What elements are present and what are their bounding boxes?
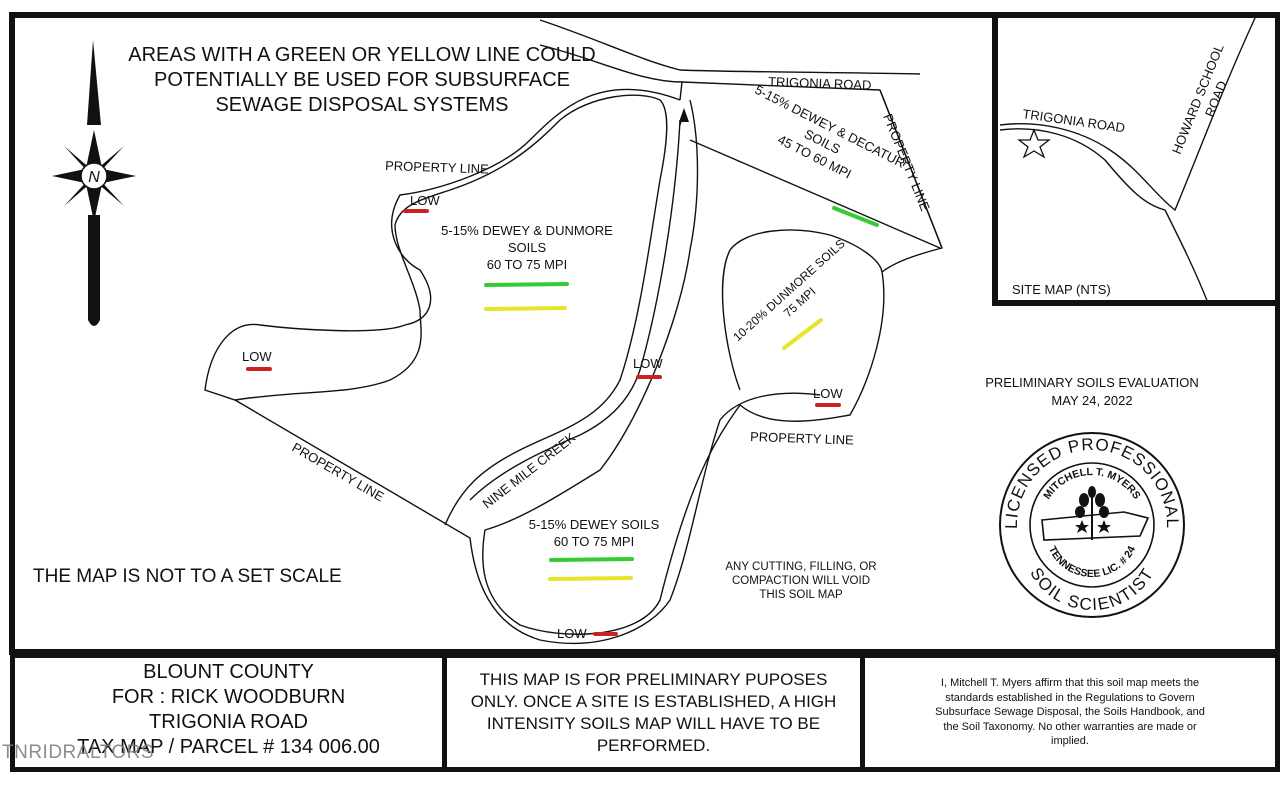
- title-road: TRIGONIA ROAD: [149, 710, 308, 733]
- affirmation-block: I, Mitchell T. Myers affirm that this so…: [860, 653, 1280, 772]
- cutting-note-line-1: ANY CUTTING, FILLING, OR: [725, 561, 876, 573]
- road-edge-top: [539, 19, 921, 75]
- road-edge-bottom: [539, 44, 881, 91]
- property-line-northeast: [879, 89, 943, 249]
- plant-icon: [1075, 486, 1109, 540]
- property-line-east: [482, 89, 943, 635]
- evaluation-title: PRELIMINARY SOILS EVALUATION: [985, 375, 1199, 390]
- title-county: BLOUNT COUNTY: [143, 660, 314, 683]
- property-line-label-west: PROPERTY LINE: [290, 440, 387, 505]
- green-line-dewey-decatur: [832, 206, 879, 227]
- property-line-label-north: PROPERTY LINE: [385, 158, 489, 177]
- soil-area-1-line-2: SOILS: [508, 240, 547, 255]
- watermark: TNRIDRALTORS: [2, 742, 155, 763]
- yellow-line-dunmore: [782, 318, 823, 350]
- soil-area-1-line-3: 60 TO 75 MPI: [487, 257, 567, 272]
- soil-area-1-line-1: 5-15% DEWEY & DUNMORE: [441, 223, 613, 238]
- evaluation-date: MAY 24, 2022: [1051, 393, 1132, 408]
- site-map-label: SITE MAP (NTS): [1012, 282, 1111, 297]
- green-line-dewey-dunmore: [484, 282, 569, 287]
- preliminary-note: THIS MAP IS FOR PRELIMINARY PUPOSES ONLY…: [470, 669, 837, 755]
- site-star-icon: [1017, 128, 1051, 159]
- property-line-south: [234, 392, 821, 644]
- header-note-line-2: POTENTIALLY BE USED FOR SUBSURFACE: [154, 69, 570, 91]
- north-arrow: N: [52, 40, 136, 326]
- compass-center: [80, 162, 108, 190]
- low-label-2: LOW: [242, 349, 272, 364]
- trigonia-road: TRIGONIA ROAD: [539, 19, 921, 93]
- title-parcel: TAX MAP / PARCEL # 134 006.00: [77, 735, 380, 758]
- affirmation-note: I, Mitchell T. Myers affirm that this so…: [935, 677, 1205, 748]
- soil-area-4-line-2: 60 TO 75 MPI: [554, 534, 634, 549]
- header-note-line-1: AREAS WITH A GREEN OR YELLOW LINE COULD: [128, 44, 596, 66]
- dunmore-area-boundary: [721, 229, 883, 391]
- header-note-line-3: SEWAGE DISPOSAL SYSTEMS: [215, 94, 508, 116]
- north-arrow-shaft-icon: [88, 215, 100, 326]
- title-block: BLOUNT COUNTY FOR : RICK WOODBURN TRIGON…: [10, 653, 447, 772]
- creek-arrow-icon: [679, 108, 689, 122]
- yellow-line-dewey: [548, 576, 633, 581]
- site-map-trigonia-label: TRIGONIA ROAD: [1022, 106, 1126, 135]
- low-label-5: LOW: [557, 626, 587, 641]
- cutting-note-line-3: THIS SOIL MAP: [759, 589, 843, 601]
- seal-inner-ring: [1029, 462, 1155, 588]
- tennessee-state-icon: [1041, 511, 1150, 541]
- low-label-3: LOW: [633, 356, 663, 371]
- soil-area-3-line-1: 10-20% DUNMORE SOILS: [730, 236, 847, 344]
- site-map-inset: TRIGONIA ROAD HOWARD SCHOOL ROAD SITE MA…: [992, 15, 1280, 306]
- north-arrow-top-icon: [87, 40, 101, 125]
- yellow-line-dewey-dunmore: [484, 306, 567, 311]
- creek-east-bank: [469, 119, 681, 501]
- seal-star-icon: [1075, 520, 1089, 533]
- title-for: FOR : RICK WOODBURN: [111, 685, 346, 708]
- low-label-4: LOW: [813, 386, 843, 401]
- compass-north-letter: N: [88, 169, 100, 186]
- low-label-1: LOW: [410, 193, 440, 208]
- soil-area-4-line-1: 5-15% DEWEY SOILS: [529, 517, 660, 532]
- site-road-top: [999, 17, 1256, 212]
- preliminary-note-block: THIS MAP IS FOR PRELIMINARY PUPOSES ONLY…: [442, 653, 865, 772]
- road-label-trigonia: TRIGONIA ROAD: [768, 74, 872, 93]
- site-road-bottom: [999, 128, 1209, 304]
- site-map-border: [992, 15, 1280, 306]
- professional-seal: LICENSED PROFESSIONAL SOIL SCIENTIST MIT…: [999, 432, 1185, 618]
- property-line-label-south: PROPERTY LINE: [750, 429, 854, 448]
- green-line-dewey: [549, 557, 634, 562]
- cutting-note-line-2: COMPACTION WILL VOID: [732, 575, 870, 587]
- scale-note: THE MAP IS NOT TO A SET SCALE: [33, 566, 342, 587]
- seal-star-icon: [1097, 520, 1111, 533]
- creek-west-bank: [204, 88, 681, 526]
- soil-boundary-line: [679, 81, 941, 249]
- creek-label: NINE MILE CREEK: [480, 430, 579, 512]
